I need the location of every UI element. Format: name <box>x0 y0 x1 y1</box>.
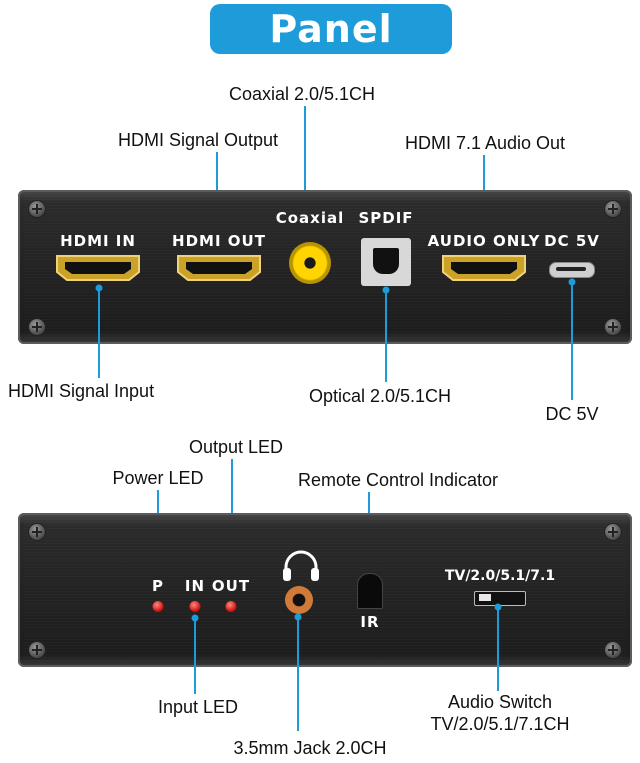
leader-line-audio-switch <box>497 607 499 691</box>
label-spdif: SPDIF <box>358 209 414 227</box>
callout-coaxial: Coaxial 2.0/5.1CH <box>228 84 376 104</box>
hdmi-audio-only-port-icon <box>442 255 526 281</box>
screw-icon <box>604 200 622 218</box>
label-audio-switch: TV/2.0/5.1/7.1 <box>444 568 556 584</box>
front-panel: HDMI IN HDMI OUT Coaxial SPDIF AUDIO ONL… <box>18 190 632 344</box>
callout-output-led: Output LED <box>188 437 284 457</box>
label-hdmi-out: HDMI OUT <box>172 232 266 250</box>
usb-c-power-port-icon <box>549 262 595 278</box>
screw-icon <box>604 523 622 541</box>
leader-line-jack <box>297 617 299 731</box>
label-ir: IR <box>360 613 380 631</box>
page-title: Panel <box>269 7 393 51</box>
leader-line-input-led <box>194 618 196 694</box>
spdif-optical-port-icon <box>361 238 411 286</box>
coaxial-port-icon <box>289 242 331 284</box>
callout-audio-switch-line2: TV/2.0/5.1/7.1CH <box>430 714 570 734</box>
callout-optical: Optical 2.0/5.1CH <box>308 386 452 406</box>
screw-icon <box>28 641 46 659</box>
headphones-icon <box>283 550 319 581</box>
leader-line-optical <box>385 290 387 382</box>
screw-icon <box>28 318 46 336</box>
panel-title-badge: Panel <box>210 4 452 54</box>
label-coaxial: Coaxial <box>275 209 345 227</box>
screw-icon <box>604 641 622 659</box>
label-power-p: P <box>152 577 164 595</box>
label-audio-only: AUDIO ONLY <box>427 232 541 250</box>
label-in: IN <box>184 577 206 595</box>
screw-icon <box>28 200 46 218</box>
label-dc-5v: DC 5V <box>544 232 600 250</box>
ir-receiver-icon <box>357 573 383 609</box>
callout-power-led: Power LED <box>112 468 204 488</box>
hdmi-in-port-icon <box>56 255 140 281</box>
screw-icon <box>604 318 622 336</box>
leader-line-output-led <box>231 459 233 565</box>
screw-icon <box>28 523 46 541</box>
callout-hdmi-output: HDMI Signal Output <box>117 130 279 150</box>
callout-jack: 3.5mm Jack 2.0CH <box>233 738 387 758</box>
callout-hdmi-input: HDMI Signal Input <box>8 381 155 401</box>
input-led-icon <box>189 601 201 612</box>
label-hdmi-in: HDMI IN <box>60 232 136 250</box>
callout-audio-switch-line1: Audio Switch <box>447 692 553 712</box>
label-out: OUT <box>211 577 251 595</box>
callout-dc-5v: DC 5V <box>545 404 599 424</box>
leader-line-dc <box>571 282 573 400</box>
leader-line-coaxial <box>304 106 306 202</box>
callout-remote-indicator: Remote Control Indicator <box>297 470 499 490</box>
leader-line-hdmi-input <box>98 288 100 378</box>
callout-input-led: Input LED <box>157 697 239 717</box>
hdmi-out-port-icon <box>177 255 261 281</box>
power-led-icon <box>152 601 164 612</box>
output-led-icon <box>225 601 237 612</box>
rear-panel: P IN OUT IR TV/2.0/5.1/7.1 <box>18 513 632 667</box>
headphone-jack-icon <box>285 586 313 614</box>
callout-hdmi-audio-out: HDMI 7.1 Audio Out <box>404 133 566 153</box>
